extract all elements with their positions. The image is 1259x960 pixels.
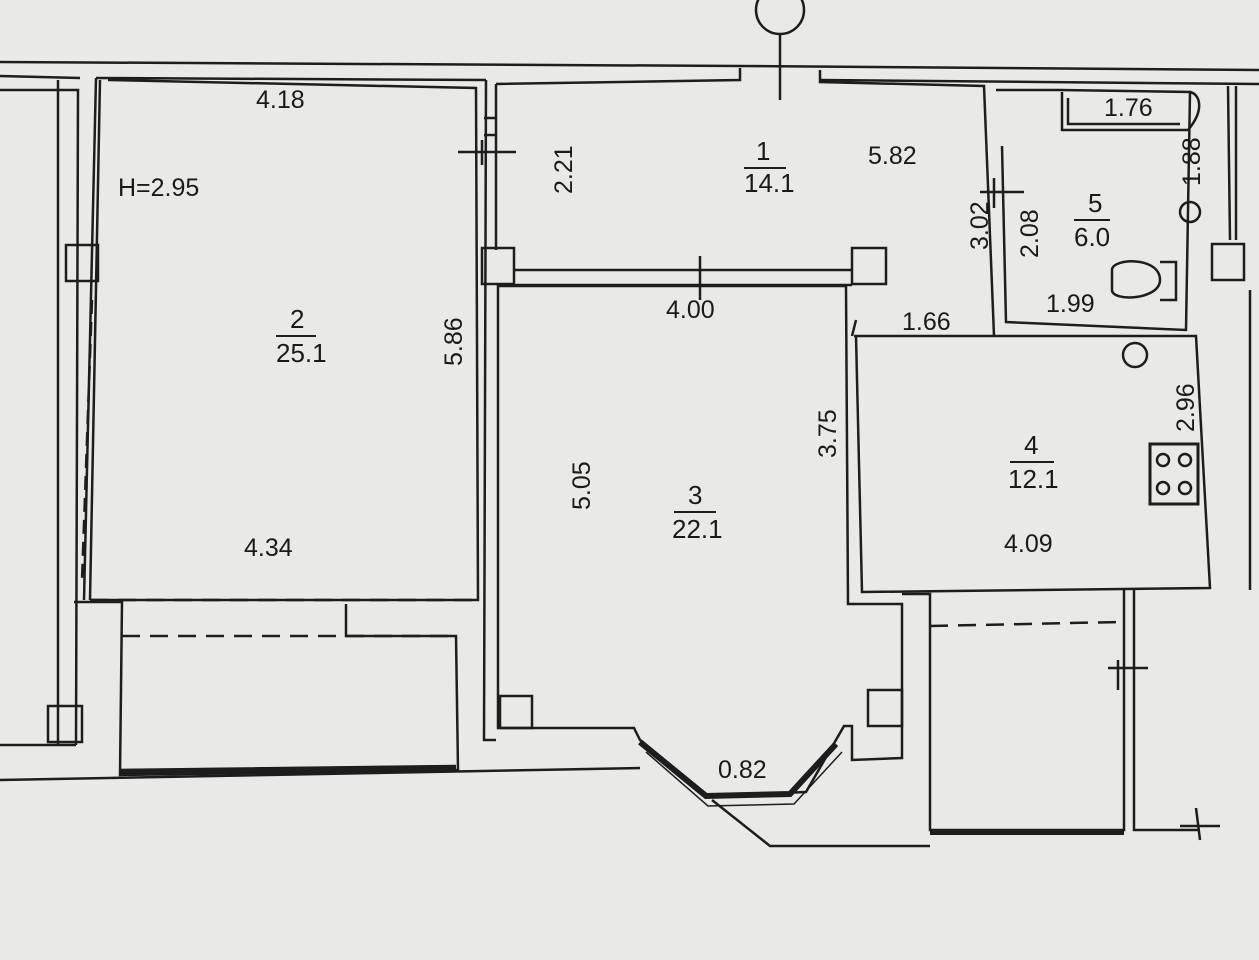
dim-bath-tub: 1.76 (1104, 94, 1153, 122)
room-4-area: 12.1 (1008, 464, 1059, 494)
room-1-area: 14.1 (744, 168, 795, 198)
dim-room4-bottom: 4.09 (1004, 530, 1053, 558)
room-4-outline (854, 334, 1212, 594)
dim-bath-inner: 2.08 (1016, 209, 1044, 258)
dim-room4-side: 2.96 (1172, 383, 1200, 432)
dim-room2-top: 4.18 (256, 86, 305, 114)
dim-room3-left: 5.05 (568, 461, 596, 510)
room-3-outline (496, 284, 904, 798)
dim-room2-bottom: 4.34 (244, 534, 293, 562)
balcony-left (74, 600, 460, 777)
ceiling-height-label: H=2.95 (118, 174, 199, 202)
bay-window (638, 739, 839, 800)
room-3-number: 3 (688, 480, 702, 510)
dim-room2-side: 5.86 (440, 317, 468, 366)
outer-bottom-wall (0, 764, 930, 848)
room-2-area: 25.1 (276, 338, 327, 368)
outer-top-wall (0, 60, 1259, 72)
dim-bath-side: 1.88 (1178, 137, 1206, 186)
dim-room3-top: 4.00 (666, 296, 715, 324)
stove-icon (1148, 442, 1200, 506)
room-5-outline (996, 88, 1192, 332)
dim-room4-top: 1.66 (902, 308, 951, 336)
room-1-outline (495, 68, 996, 337)
left-wall (0, 80, 80, 747)
dim-room1-height: 2.21 (550, 145, 578, 194)
room-2-number: 2 (290, 304, 304, 334)
dim-room1-length: 5.82 (868, 142, 917, 170)
toilet-icon (1110, 260, 1178, 302)
room-5-number: 5 (1088, 188, 1102, 218)
room-2-outline (90, 78, 480, 602)
dim-bath-bottom: 1.99 (1046, 290, 1095, 318)
sink-icon (1121, 341, 1149, 369)
bathtub (1060, 90, 1201, 132)
dim-bay-window: 0.82 (718, 756, 767, 784)
dim-room1-side: 3.02 (966, 201, 994, 250)
room-3-area: 22.1 (672, 514, 723, 544)
room-1-number: 1 (756, 136, 770, 166)
room-5-area: 6.0 (1074, 222, 1110, 252)
orientation-marker (754, 0, 806, 36)
room-4-number: 4 (1024, 430, 1038, 460)
dim-room3-right: 3.75 (814, 409, 842, 458)
